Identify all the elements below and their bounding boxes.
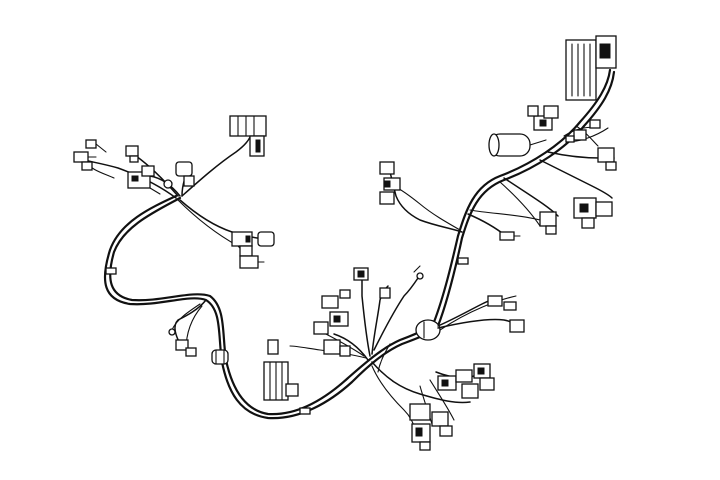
- connector-center-mid: [323, 339, 351, 357]
- connector-center-left-cluster: [313, 289, 351, 335]
- connector-left-mid-2: [239, 255, 265, 269]
- connector-right-top: [527, 105, 559, 131]
- connector-left-top-2: [85, 139, 107, 153]
- right-lower-branch: [419, 295, 523, 425]
- connector-left-top-3: [125, 145, 139, 163]
- connector-center-pin: [379, 265, 424, 299]
- connector-multipin-bottom: [263, 339, 299, 401]
- relay-block-left: [127, 165, 161, 195]
- cylindrical-component: [488, 133, 547, 157]
- connector-left-lower: [168, 328, 197, 357]
- connector-right-upper-left: [379, 161, 401, 205]
- center-branch-bundle: [289, 275, 471, 433]
- connector-left-top-1: [73, 151, 97, 171]
- connector-cluster-bottom: [409, 403, 453, 451]
- connector-left-round: [163, 161, 195, 189]
- connector-center-top: [353, 267, 369, 281]
- connector-right-side-1: [597, 147, 617, 171]
- fuse-box-top-right: [565, 35, 617, 101]
- right-upper-branch: [389, 125, 615, 237]
- main-harness-trunk: [103, 68, 616, 420]
- connector-left-mid-1: [231, 231, 275, 257]
- connector-right-mid: [539, 211, 557, 235]
- junction-grommet-center: [415, 319, 441, 341]
- connector-multipin-top-left: [229, 115, 267, 157]
- pin-terminal-right: [499, 231, 521, 241]
- connector-cluster-bottom-right: [437, 363, 495, 399]
- connector-right-side-3: [573, 119, 601, 141]
- grommet-left: [211, 349, 229, 365]
- harness-clips: [105, 135, 575, 415]
- connector-right-lower-1: [487, 295, 525, 333]
- connector-right-side-2: [573, 197, 613, 229]
